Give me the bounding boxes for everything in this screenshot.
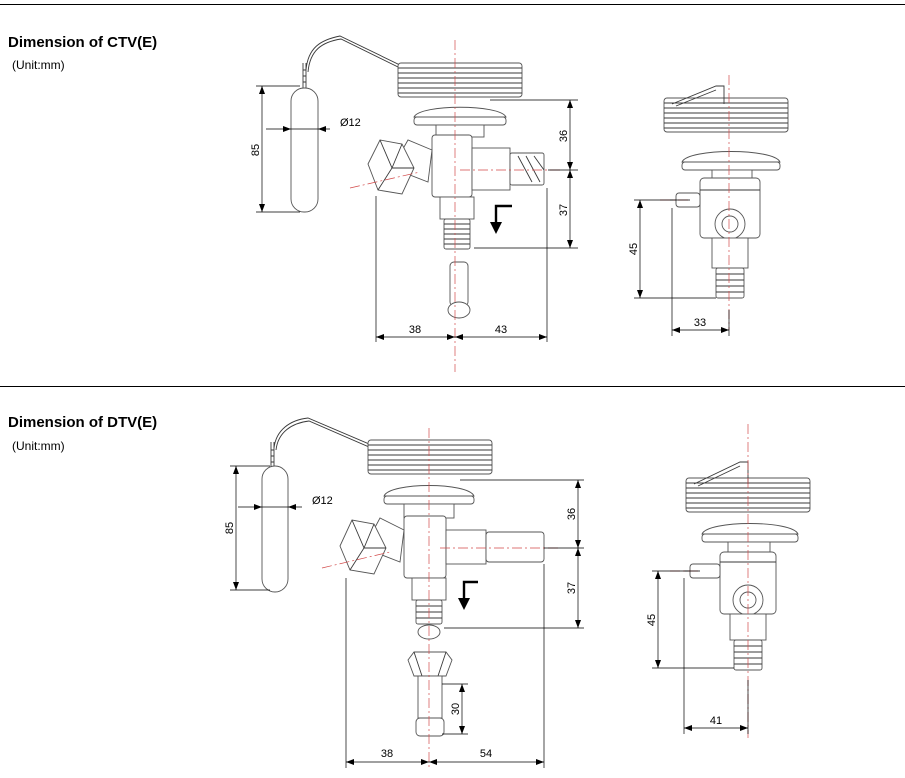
ctv-front-view (256, 35, 578, 372)
unit-label-ctv: (Unit:mm) (12, 58, 65, 72)
ctv-dim-side-width: 33 (694, 317, 706, 329)
ctv-dim-left: 38 (409, 324, 421, 336)
section-divider (0, 386, 905, 387)
dtv-dim-bulb-height: 85 (224, 522, 236, 534)
unit-label-dtv: (Unit:mm) (12, 439, 65, 453)
dtv-dim-fitting: 30 (450, 703, 462, 715)
ctv-dimension-labels: 85 Ø12 36 37 38 43 45 33 (250, 117, 706, 336)
ctv-dim-bulb-dia: Ø12 (340, 117, 361, 129)
ctv-dim-right: 43 (495, 324, 507, 336)
ctv-side-view (634, 75, 789, 336)
dtv-dim-top: 36 (566, 508, 578, 520)
dtv-dim-bulb-dia: Ø12 (312, 495, 333, 507)
dtv-front-view (230, 417, 584, 770)
dtv-dim-side-height: 45 (646, 614, 658, 626)
section-title-dtv: Dimension of DTV(E) (8, 414, 158, 431)
dtv-side-view (652, 424, 811, 738)
ctv-dim-body: 37 (558, 204, 570, 216)
dtv-dim-right: 54 (480, 748, 492, 760)
dtv-dim-left: 38 (381, 748, 393, 760)
dtv-dimension-labels: 85 Ø12 36 37 30 38 54 45 41 (224, 495, 722, 760)
dtv-dim-side-width: 41 (710, 715, 722, 727)
top-rule (0, 4, 905, 5)
ctv-dim-top: 36 (558, 130, 570, 142)
ctv-dim-side-height: 45 (628, 243, 640, 255)
dtv-dim-body: 37 (566, 582, 578, 594)
ctv-dim-bulb-height: 85 (250, 144, 262, 156)
section-title-ctv: Dimension of CTV(E) (8, 34, 158, 51)
